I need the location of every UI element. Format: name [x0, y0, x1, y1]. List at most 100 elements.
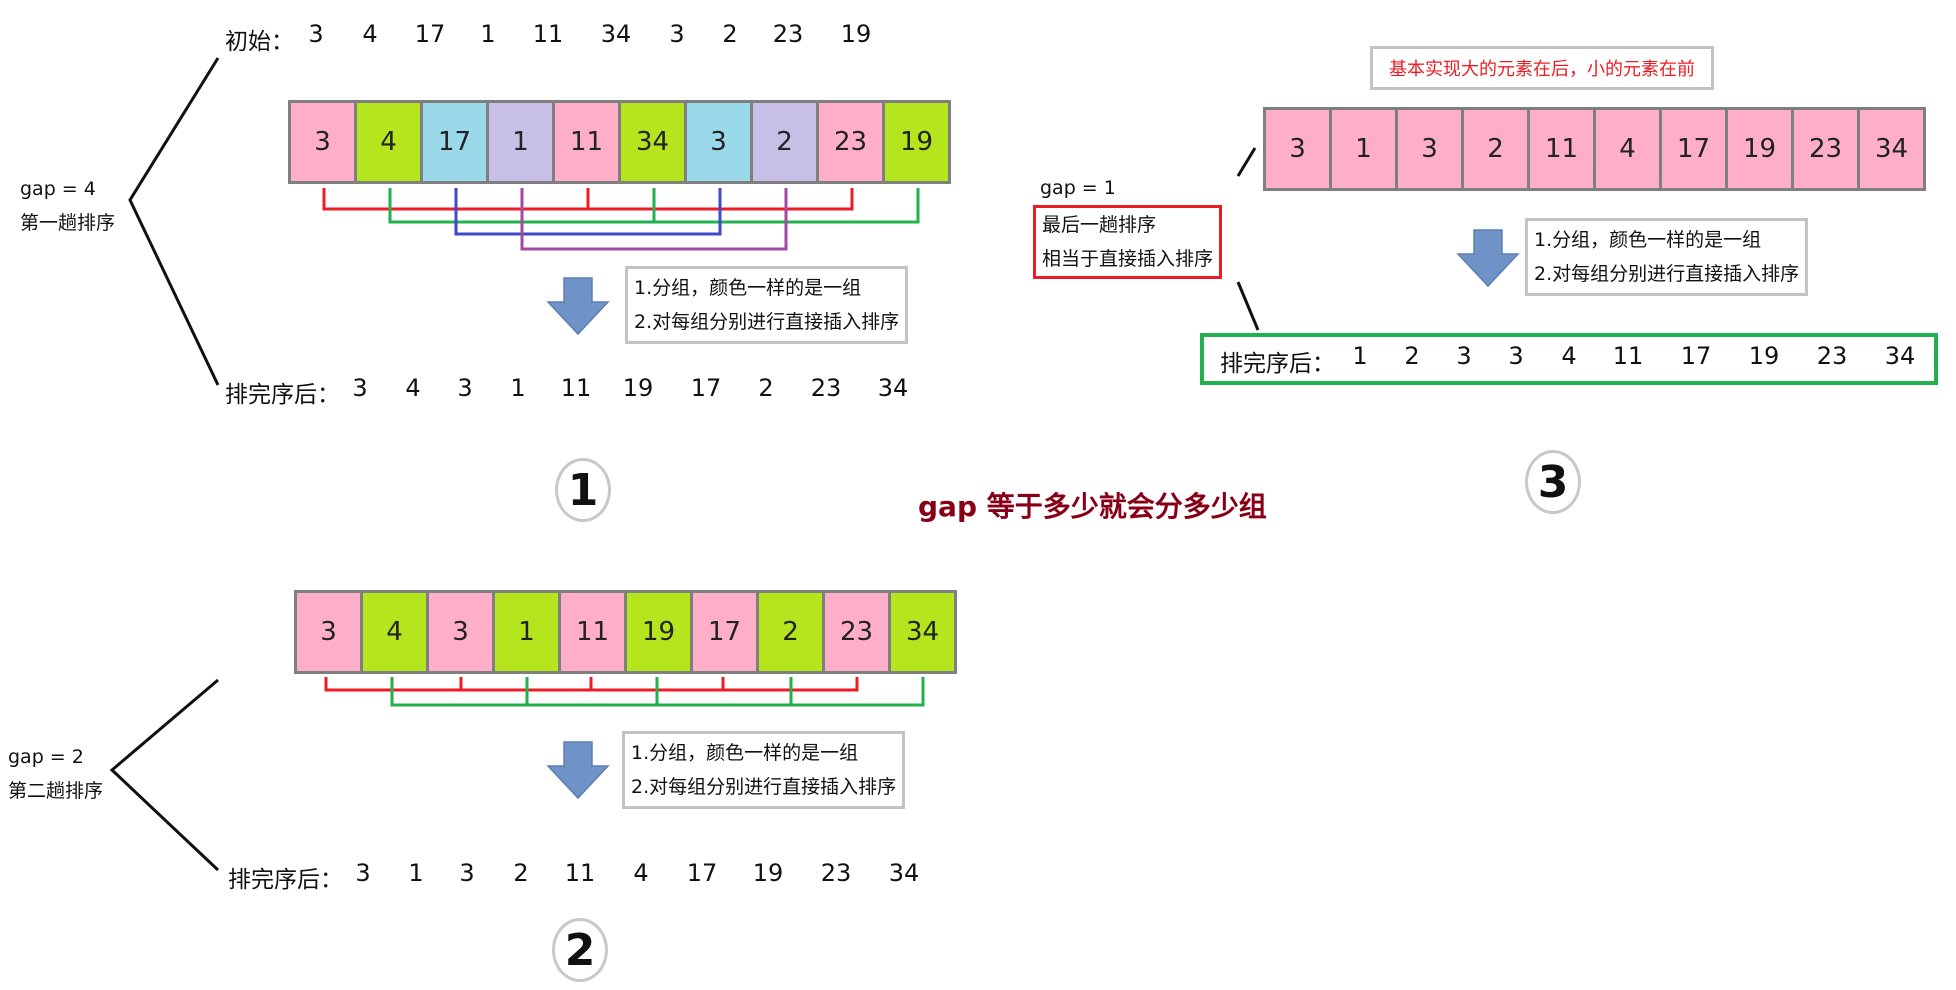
array-cell: 3: [1398, 110, 1461, 188]
array-cell: 2: [759, 593, 822, 671]
array-cell: 1: [1332, 110, 1395, 188]
array-cell: 34: [891, 593, 954, 671]
down-arrow-icon: [1456, 229, 1520, 288]
sequence-value: 23: [810, 374, 842, 402]
array-cell: 34: [1860, 110, 1923, 188]
array-cell: 1: [495, 593, 558, 671]
array-cell: 34: [621, 103, 684, 181]
array-cell: 17: [1662, 110, 1725, 188]
array-cell: 1: [489, 103, 552, 181]
array-cell: 17: [423, 103, 486, 181]
pass-name-line: 最后一趟排序: [1042, 214, 1157, 236]
sequence-value: 23: [1816, 342, 1848, 370]
sequence-value: 2: [758, 374, 774, 402]
note-line: 1.分组，颜色一样的是一组: [634, 277, 862, 299]
bracket-step1: [128, 57, 220, 386]
gap-label-step2: gap = 2 第二趟排序: [8, 740, 103, 808]
result-label-step1: 排完序后：: [225, 382, 340, 408]
sequence-value: 4: [633, 859, 649, 887]
bracket-step3-bottom: [1236, 281, 1260, 331]
sequence-value: 34: [1884, 342, 1916, 370]
array-cell: 23: [1794, 110, 1857, 188]
step-number-3: 3: [1525, 450, 1581, 514]
array-cell: 3: [429, 593, 492, 671]
array-cell: 4: [1596, 110, 1659, 188]
sequence-value: 17: [686, 859, 718, 887]
note-line: 1.分组，颜色一样的是一组: [631, 742, 859, 764]
initial-label: 初始：: [225, 29, 294, 55]
array-cell: 3: [687, 103, 750, 181]
sequence-value: 19: [622, 374, 654, 402]
array-cell: 4: [357, 103, 420, 181]
array-cell: 3: [1266, 110, 1329, 188]
group-lines-step1: [322, 188, 920, 251]
gap-label-step1: gap = 4 第一趟排序: [20, 172, 115, 240]
array-cell: 3: [291, 103, 354, 181]
final-pass-box: 最后一趟排序 相当于直接插入排序: [1033, 205, 1223, 279]
sequence-value: 34: [600, 20, 632, 48]
note-box-step3: 1.分组，颜色一样的是一组 2.对每组分别进行直接插入排序: [1525, 218, 1809, 296]
sequence-value: 3: [1508, 342, 1524, 370]
sequence-value: 17: [414, 20, 446, 48]
sequence-value: 4: [362, 20, 378, 48]
result-label-step3: 排完序后：: [1220, 351, 1335, 377]
result-label-step2: 排完序后：: [228, 867, 343, 893]
sequence-value: 1: [408, 859, 424, 887]
array-cell: 19: [627, 593, 690, 671]
sequence-value: 4: [1561, 342, 1577, 370]
array-cell: 23: [825, 593, 888, 671]
sequence-value: 11: [564, 859, 596, 887]
note-box-step2: 1.分组，颜色一样的是一组 2.对每组分别进行直接插入排序: [622, 731, 906, 809]
note-line: 2.对每组分别进行直接插入排序: [1534, 263, 1800, 285]
sequence-value: 2: [722, 20, 738, 48]
sequence-value: 1: [1352, 342, 1368, 370]
sequence-value: 3: [669, 20, 685, 48]
sequence-value: 3: [352, 374, 368, 402]
bracket-step3-top: [1236, 147, 1257, 177]
sequence-value: 1: [510, 374, 526, 402]
sequence-value: 11: [560, 374, 592, 402]
sequence-value: 23: [772, 20, 804, 48]
array-cell: 2: [753, 103, 816, 181]
array-cell: 17: [693, 593, 756, 671]
sequence-value: 2: [513, 859, 529, 887]
pass-name: 第一趟排序: [20, 212, 116, 234]
note-line: 2.对每组分别进行直接插入排序: [631, 776, 897, 798]
sequence-value: 19: [1748, 342, 1780, 370]
note-line: 1.分组，颜色一样的是一组: [1534, 229, 1762, 251]
pass-name-line: 相当于直接插入排序: [1042, 248, 1214, 270]
sequence-value: 17: [690, 374, 722, 402]
header-note: 基本实现大的元素在后，小的元素在前: [1370, 46, 1714, 90]
sequence-value: 3: [457, 374, 473, 402]
note-line: 2.对每组分别进行直接插入排序: [634, 311, 900, 333]
array-cell: 19: [1728, 110, 1791, 188]
sequence-value: 11: [532, 20, 564, 48]
sequence-value: 3: [459, 859, 475, 887]
array-cell: 11: [555, 103, 618, 181]
gap-value: gap = 2: [8, 746, 84, 768]
sequence-value: 19: [840, 20, 872, 48]
step-number-1: 1: [555, 458, 611, 522]
pass-name: 第二趟排序: [8, 780, 104, 802]
array-cell: 19: [885, 103, 948, 181]
down-arrow-icon: [546, 277, 610, 336]
step-number-2: 2: [552, 918, 608, 982]
array-cell: 11: [561, 593, 624, 671]
array-cell: 2: [1464, 110, 1527, 188]
sequence-value: 4: [405, 374, 421, 402]
sequence-value: 1: [480, 20, 496, 48]
sequence-value: 17: [1680, 342, 1712, 370]
sequence-value: 23: [820, 859, 852, 887]
center-title: gap 等于多少就会分多少组: [918, 490, 1267, 523]
sequence-value: 3: [1456, 342, 1472, 370]
group-lines-step2: [324, 677, 925, 707]
array-cell: 11: [1530, 110, 1593, 188]
sequence-value: 34: [888, 859, 920, 887]
sequence-value: 3: [355, 859, 371, 887]
sequence-value: 11: [1612, 342, 1644, 370]
